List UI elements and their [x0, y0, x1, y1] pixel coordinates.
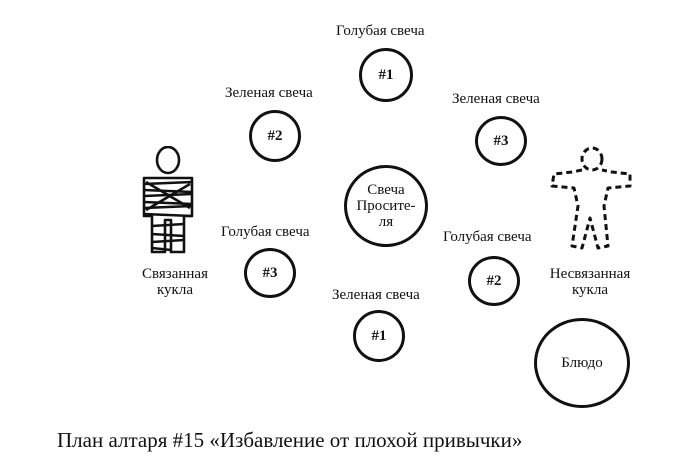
blue-candle-1-number: #1 [378, 66, 394, 83]
petitioner-line-1: Свеча [367, 182, 405, 198]
blue-candle-1: #1 [359, 48, 413, 102]
blue-candle-3-label: Голубая свеча [221, 224, 310, 240]
dish: Блюдо [534, 318, 630, 408]
blue-candle-2-number: #2 [486, 272, 502, 289]
green-candle-2: #2 [249, 110, 301, 162]
green-candle-2-number: #2 [267, 127, 283, 144]
petitioner-candle-label: Свеча Просите- ля [356, 182, 415, 230]
green-candle-3-number: #3 [493, 132, 509, 149]
green-candle-3: #3 [475, 116, 527, 166]
dish-label: Блюдо [561, 354, 603, 371]
unbound-doll-label: Несвязанная кукла [541, 266, 639, 298]
bound-doll-label: Связанная кукла [133, 266, 217, 298]
blue-candle-2: #2 [468, 256, 520, 306]
blue-candle-3-number: #3 [262, 264, 278, 281]
green-candle-1: #1 [353, 310, 405, 362]
diagram-caption: План алтаря #15 «Избавление от плохой пр… [57, 428, 523, 452]
green-candle-2-label: Зеленая свеча [225, 85, 313, 101]
bound-doll-line-2: кукла [156, 282, 193, 298]
blue-candle-2-label: Голубая свеча [443, 229, 532, 245]
bound-doll-icon [142, 146, 194, 254]
green-candle-3-label: Зеленая свеча [452, 91, 540, 107]
petitioner-line-2: Просите- [356, 198, 416, 214]
unbound-doll-icon [550, 146, 632, 250]
blue-candle-3: #3 [244, 248, 296, 298]
petitioner-line-3: ля [378, 214, 394, 230]
green-candle-1-label: Зеленая свеча [332, 287, 420, 303]
blue-candle-1-label: Голубая свеча [336, 23, 425, 39]
petitioner-candle: Свеча Просите- ля [344, 165, 428, 247]
bound-doll-line-1: Связанная [142, 266, 208, 282]
green-candle-1-number: #1 [371, 327, 387, 344]
unbound-doll-line-1: Несвязанная [549, 266, 631, 282]
unbound-doll-line-2: кукла [571, 282, 608, 298]
